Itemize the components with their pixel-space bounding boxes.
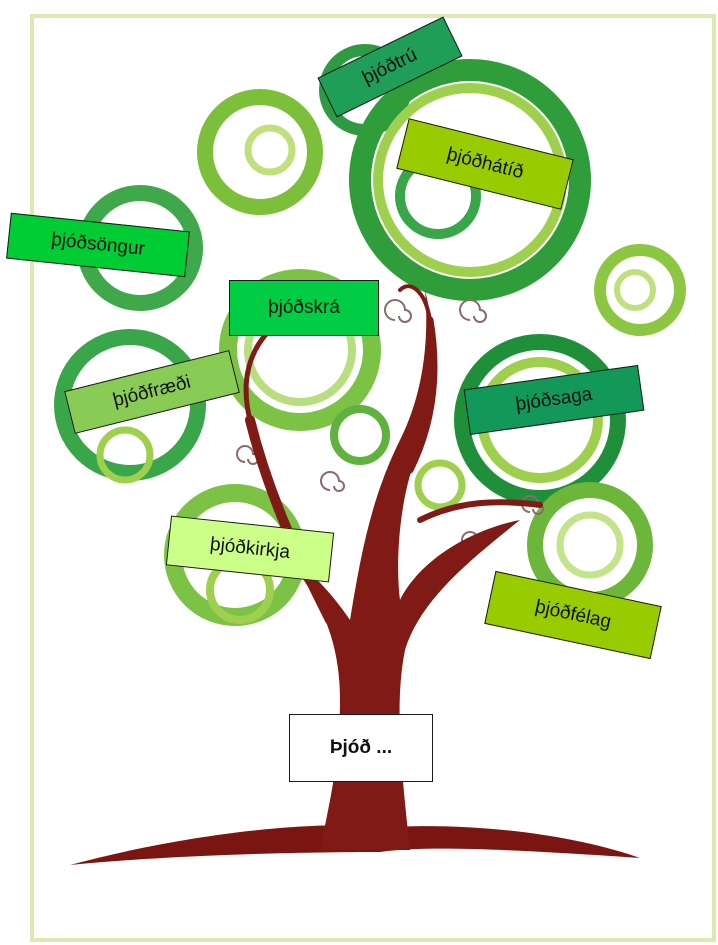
label-thjodskra: þjóðskrá xyxy=(229,280,379,336)
root-label: Þjóð ... xyxy=(289,714,433,782)
page-border xyxy=(30,14,716,942)
